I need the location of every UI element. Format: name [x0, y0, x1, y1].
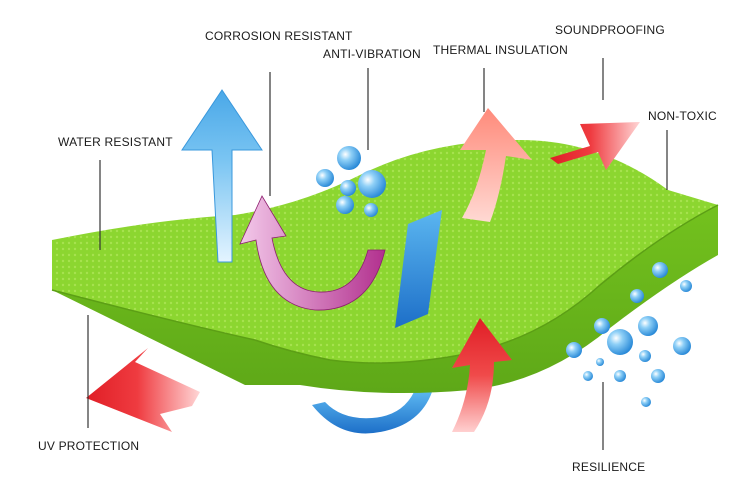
water-droplets-icon: [316, 146, 386, 217]
resilience-red-arrow: [452, 318, 512, 432]
label-uv-protection: UV PROTECTION: [38, 439, 140, 453]
label-non-toxic: NON-TOXIC: [648, 109, 717, 123]
water-resistant-arrow: [181, 89, 263, 263]
bubbles-icon: [566, 262, 692, 407]
label-anti-vibration: ANTI-VIBRATION: [323, 47, 421, 61]
thermal-insulation-arrow: [460, 108, 532, 222]
label-water-resistant: WATER RESISTANT: [58, 135, 173, 149]
uv-protection-arrow: [86, 348, 200, 432]
label-thermal-insulation: THERMAL INSULATION: [433, 43, 568, 57]
label-corrosion-resistant: CORROSION RESISTANT: [205, 29, 353, 43]
anti-vibration-panel: [395, 210, 442, 328]
foam-sheet-side: [52, 200, 718, 394]
soundproofing-arrow: [550, 122, 640, 170]
corrosion-resistant-arrow: [239, 195, 386, 311]
leader-lines: [87, 58, 668, 450]
label-soundproofing: SOUNDPROOFING: [555, 23, 665, 37]
underside-blue-arrow: [312, 392, 432, 434]
label-resilience: RESILIENCE: [572, 460, 646, 474]
